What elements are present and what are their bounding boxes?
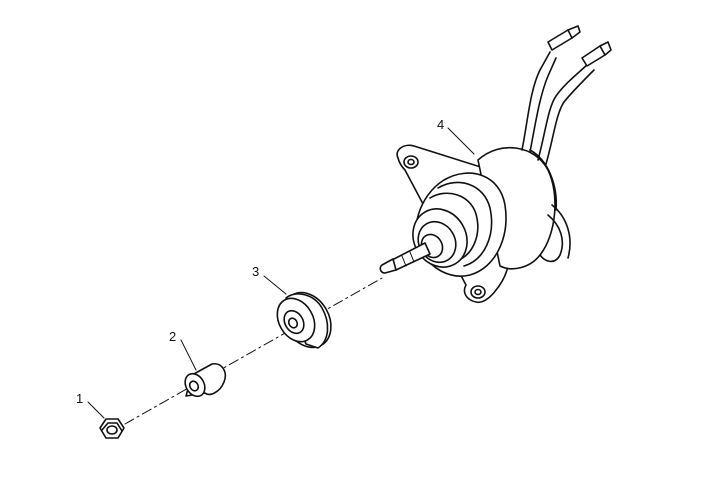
callout-label-2: 2 (169, 329, 176, 344)
assembly-axis-line (124, 277, 383, 425)
sleeve-part-2 (184, 362, 227, 398)
callout-leaders (87, 127, 475, 419)
callout-label-4: 4 (437, 117, 444, 132)
motor-part-4 (379, 25, 612, 303)
hub-part-3 (276, 291, 332, 349)
callout-label-3: 3 (252, 264, 259, 279)
callout-label-1: 1 (76, 391, 83, 406)
nut-part-1 (99, 418, 125, 439)
